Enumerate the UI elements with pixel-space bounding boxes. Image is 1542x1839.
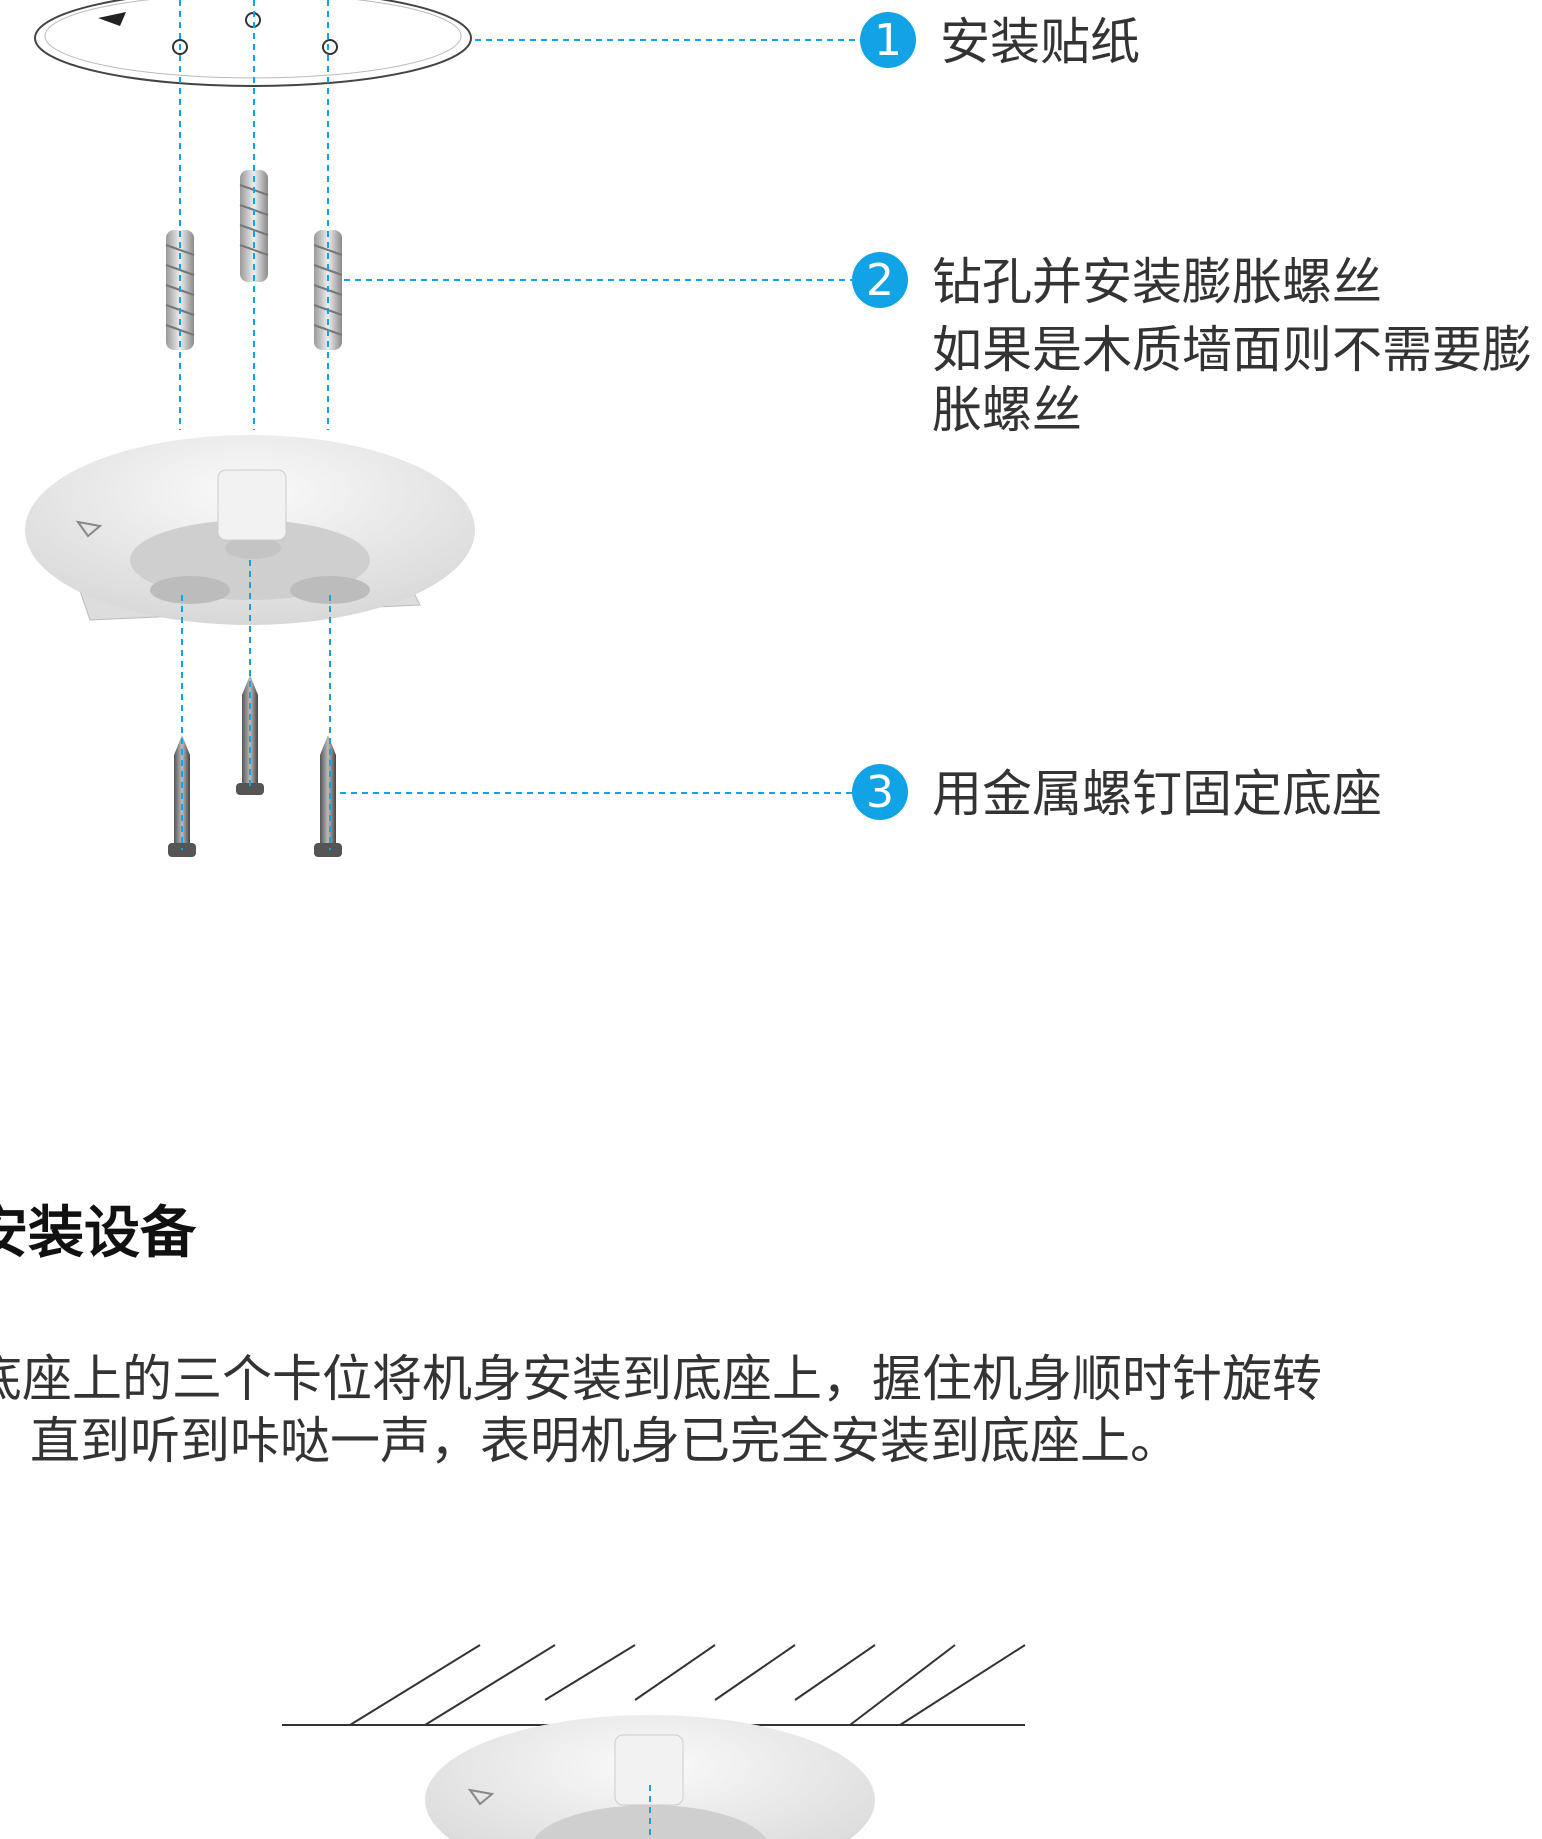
step-1-number: 1	[860, 12, 916, 68]
guide-lines	[179, 0, 860, 850]
step-2-number: 2	[852, 252, 908, 308]
mounting-base-illustration	[25, 435, 475, 625]
step-3-title: 用金属螺钉固定底座	[932, 765, 1382, 823]
step-2-title: 钻孔并安装膨胀螺丝	[932, 253, 1382, 311]
sticker-illustration	[34, 0, 472, 87]
step-1: 1 安装贴纸	[860, 12, 1140, 72]
ceiling-mount-illustration	[282, 1644, 1026, 1839]
step-1-title: 安装贴纸	[940, 13, 1140, 71]
step-2: 2 钻孔并安装膨胀螺丝 如果是木质墙面则不需要膨胀螺丝	[852, 252, 1532, 440]
step-2-subtitle: 如果是木质墙面则不需要膨胀螺丝	[932, 321, 1532, 439]
step-3: 3 用金属螺钉固定底座	[852, 764, 1382, 824]
description-line-2: 直到听到咔哒一声，表明机身已完全安装到底座上。	[30, 1412, 1180, 1470]
description-line-1: 底座上的三个卡位将机身安装到底座上，握住机身顺时针旋转	[0, 1350, 1322, 1408]
section-title: 安装设备	[0, 1201, 196, 1266]
step-3-number: 3	[852, 764, 908, 820]
screws-illustration	[168, 675, 342, 857]
